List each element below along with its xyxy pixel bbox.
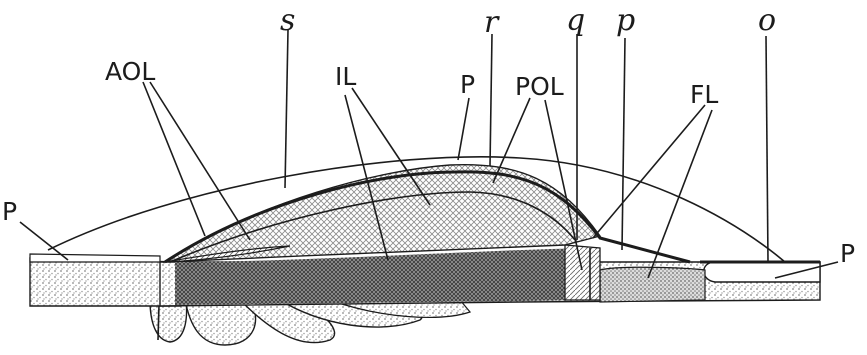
- letter-q: q: [566, 3, 585, 38]
- letter-p: p: [616, 3, 635, 38]
- label-aol: AOL: [105, 57, 155, 86]
- label-il: IL: [335, 62, 356, 91]
- label-p-right: P: [840, 239, 855, 268]
- pol-region: [565, 245, 600, 300]
- letter-s: s: [280, 3, 295, 38]
- label-p-left: P: [2, 197, 17, 226]
- letter-o: o: [758, 3, 776, 38]
- il-region: [165, 165, 690, 262]
- label-fl: FL: [690, 80, 718, 109]
- letter-r: r: [484, 5, 500, 40]
- lower-lobes: [150, 300, 470, 345]
- label-pol: POL: [515, 72, 564, 101]
- label-p-top: P: [460, 70, 475, 99]
- fl-region: [600, 267, 705, 302]
